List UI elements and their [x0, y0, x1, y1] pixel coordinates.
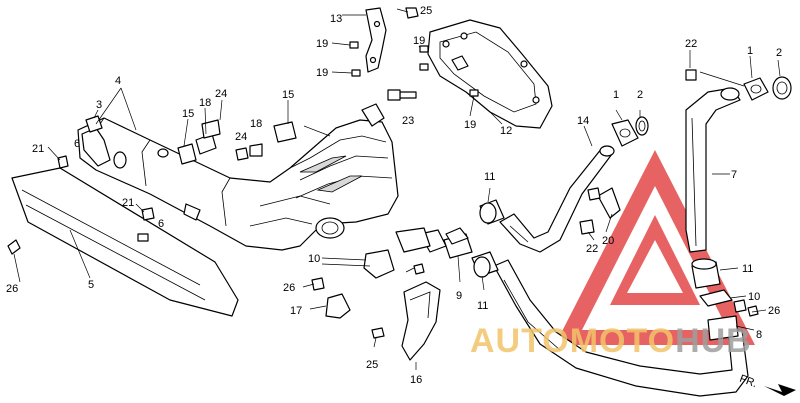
callout-12: 12	[500, 125, 512, 137]
watermark: AUTOMOTOHUB	[470, 322, 752, 360]
callout-19c: 19	[413, 35, 425, 47]
exhaust-pipe-front	[685, 87, 741, 253]
callout-3: 3	[96, 99, 102, 111]
callout-1b: 1	[613, 89, 619, 101]
front-direction-arrow	[764, 384, 796, 396]
callout-5: 5	[88, 279, 94, 291]
callout-8: 8	[756, 329, 762, 341]
callout-23: 23	[402, 115, 414, 127]
callout-6b: 6	[158, 218, 164, 230]
callout-22b: 22	[586, 243, 598, 255]
callout-11a: 11	[484, 171, 495, 183]
exhaust-pipe-lower	[493, 259, 749, 397]
exhaust-pipe-upper	[499, 145, 621, 253]
callout-26b: 26	[283, 282, 295, 294]
callout-18a: 18	[199, 97, 211, 109]
callout-4: 4	[115, 75, 121, 87]
watermark-text-part1: AUTOMOTO	[470, 322, 675, 360]
mounting-bracket	[365, 7, 387, 73]
pipe-joints	[363, 199, 733, 307]
callout-11b: 11	[477, 300, 488, 312]
callout-7: 7	[731, 169, 737, 181]
callout-21b: 21	[122, 197, 134, 209]
callout-2b: 2	[637, 89, 643, 101]
leader-lines	[13, 8, 781, 370]
callout-25b: 25	[366, 359, 378, 371]
callout-15a: 15	[182, 108, 194, 120]
callout-20: 20	[602, 235, 614, 247]
callout-25a: 25	[420, 5, 432, 17]
callout-19b: 19	[316, 67, 328, 79]
callout-9: 9	[456, 290, 462, 302]
muffler-heat-shield	[11, 167, 239, 317]
callout-13: 13	[330, 13, 342, 25]
callout-15b: 15	[282, 89, 294, 101]
callout-labels: 1 1 2 2 3 4 5 6 6 7 8 9 10 10 11 11 11 1…	[6, 5, 782, 390]
callout-2a: 2	[776, 47, 782, 59]
callout-26c: 26	[768, 305, 780, 317]
svg-text:AUTOMOTOHUB: AUTOMOTOHUB	[470, 322, 752, 360]
callout-19a: 19	[316, 38, 328, 50]
callout-21a: 21	[32, 143, 44, 155]
callout-22a: 22	[685, 38, 697, 50]
muffler-assembly	[77, 103, 399, 251]
callout-11c: 11	[742, 263, 753, 275]
watermark-text-part2: HUB	[675, 322, 752, 360]
callout-17: 17	[290, 305, 302, 317]
callout-19d: 19	[464, 119, 476, 131]
callout-16: 16	[410, 374, 422, 386]
callout-6a: 6	[74, 138, 80, 150]
callout-18b: 18	[250, 118, 262, 130]
callout-14: 14	[577, 115, 589, 127]
callout-24b: 24	[235, 131, 247, 143]
upper-heat-shield	[427, 19, 553, 129]
callout-26a: 26	[6, 283, 18, 295]
callout-10a: 10	[308, 253, 320, 265]
lower-shield	[325, 281, 441, 361]
callout-10b: 10	[748, 291, 760, 303]
flange-gaskets	[611, 76, 792, 147]
direction-label: FR.	[738, 373, 759, 390]
callout-24a: 24	[215, 88, 227, 100]
hardware-fasteners	[7, 7, 759, 339]
callout-1a: 1	[747, 45, 753, 57]
